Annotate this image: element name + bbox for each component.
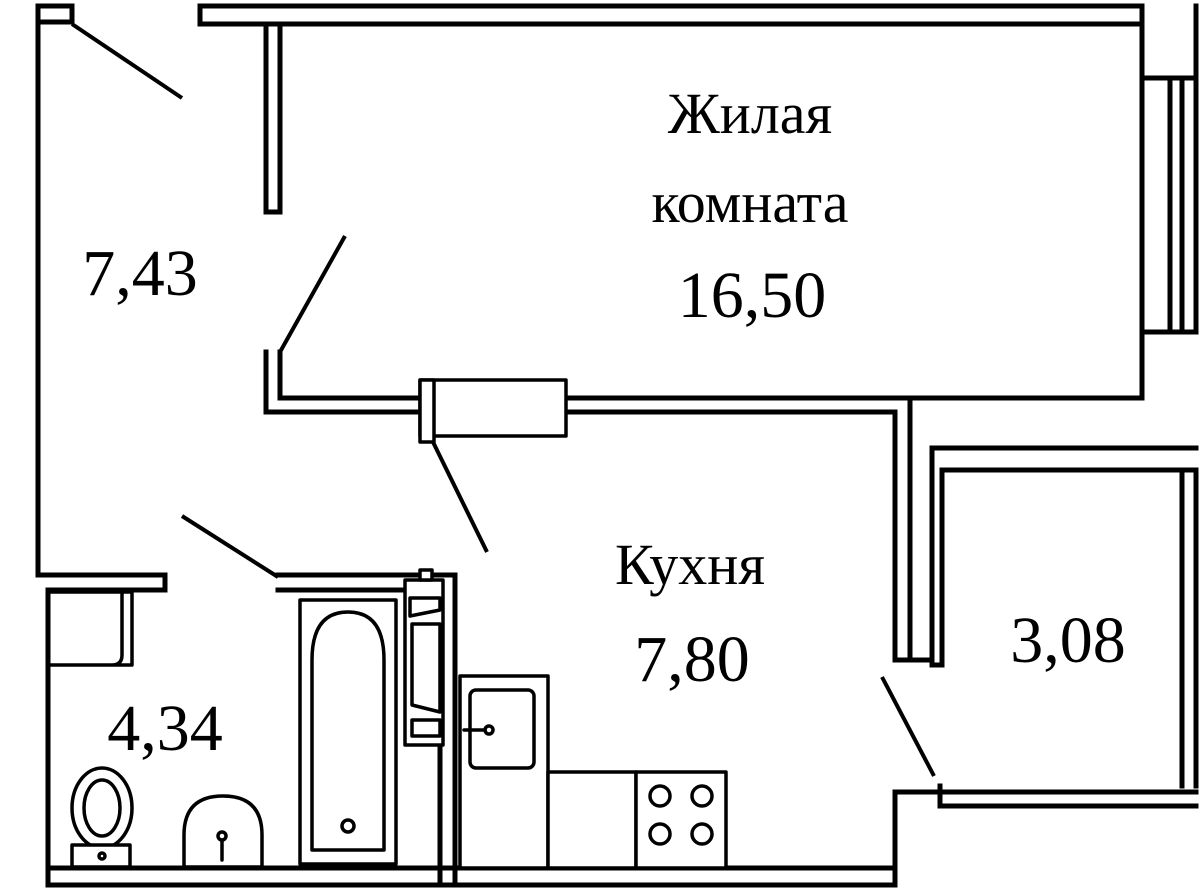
hallway-area: 7,43: [82, 237, 198, 310]
wall-bottom: [45, 865, 898, 888]
window-living: [1139, 75, 1199, 335]
wall-living-hall-upper: [263, 25, 283, 215]
kitchen-name: Кухня: [615, 532, 765, 597]
living-room-name-line2: комната: [652, 170, 849, 235]
labels: Жилая комната 16,50 7,43 Кухня 7,80 4,34…: [82, 81, 1126, 765]
wall-right-living: [897, 75, 1145, 401]
shelving: [403, 568, 445, 747]
living-room-name-line1: Жилая: [668, 81, 832, 146]
wall-balcony-inner: [907, 395, 1199, 668]
wall-left-outer: [35, 3, 168, 888]
door-bathroom: [180, 514, 280, 579]
stove: [634, 770, 728, 870]
window-balcony: [1179, 467, 1199, 789]
kitchen-fixtures: [458, 674, 728, 870]
sink: [182, 794, 264, 869]
wall-living-bottom: [263, 349, 423, 415]
bathroom-fixtures: [46, 568, 445, 869]
wall-balcony-bottom: [937, 783, 1199, 809]
kitchen-area: 7,80: [634, 623, 750, 696]
ac-unit: [418, 378, 568, 438]
door-entrance: [70, 22, 184, 100]
washing-machine: [46, 590, 134, 667]
balcony-area: 3,08: [1010, 604, 1126, 677]
wall-top: [197, 3, 1199, 81]
doors: [70, 22, 936, 777]
wall-top-inner: [197, 3, 1145, 27]
bathtub: [298, 598, 398, 866]
door-kitchen: [430, 439, 489, 553]
kitchen-counter-2: [546, 770, 638, 870]
door-living-room: [278, 235, 347, 353]
bathroom-area: 4,34: [107, 692, 223, 765]
wall-top-left: [35, 3, 75, 25]
living-room-area: 16,50: [678, 259, 827, 332]
door-balcony: [880, 676, 936, 777]
wall-kitchen-bottom: [892, 789, 943, 888]
wall-living-bottom-right: [563, 395, 903, 415]
ac-unit-hinge: [418, 378, 436, 444]
toilet: [70, 766, 134, 869]
